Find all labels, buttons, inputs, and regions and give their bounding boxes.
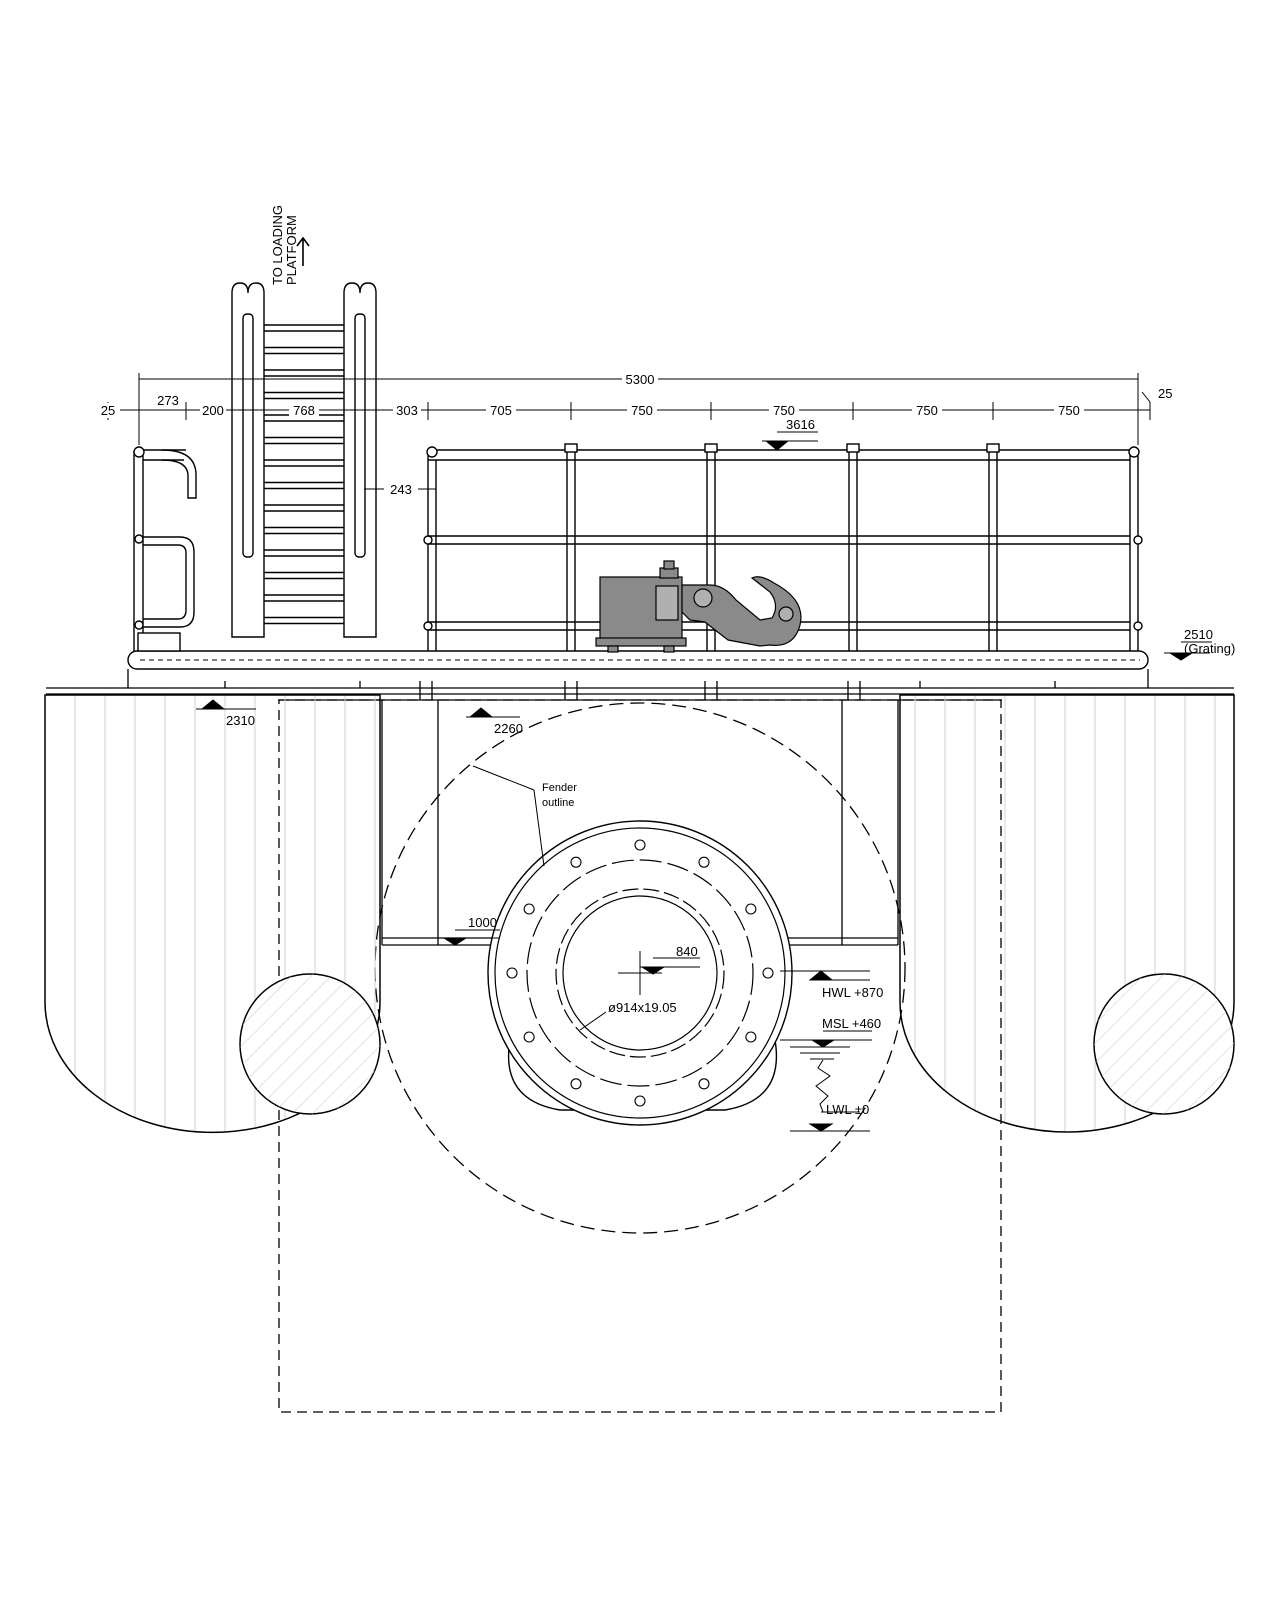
quick-release-hook xyxy=(595,560,802,653)
pile-section xyxy=(487,820,793,1126)
level-fender-top: 2310 xyxy=(226,713,255,728)
dim-750-a: 750 xyxy=(631,403,653,418)
bolt-hole xyxy=(523,903,535,915)
level-grating-note: (Grating) xyxy=(1184,641,1235,656)
fender-note-line2: outline xyxy=(542,797,574,809)
bolt-hole xyxy=(698,1078,710,1090)
level-lwl: LWL ±0 xyxy=(826,1102,869,1117)
bolt-hole xyxy=(745,903,757,915)
bolt-hole xyxy=(570,1078,582,1090)
left-handrail xyxy=(133,446,197,652)
deck-frame xyxy=(46,681,1234,946)
dim-200: 200 xyxy=(202,403,224,418)
dim-273: 273 xyxy=(157,393,179,408)
dim-segment-labels: 25 273 200 768 303 705 750 750 750 750 2… xyxy=(96,386,1172,497)
bolt-hole xyxy=(698,856,710,868)
level-msl: MSL +460 xyxy=(822,1016,881,1031)
dim-750-d: 750 xyxy=(1058,403,1080,418)
pile-size-label: ø914x19.05 xyxy=(608,1000,677,1015)
right-fender-body xyxy=(899,694,1235,1133)
access-ladder xyxy=(231,282,377,638)
level-markers xyxy=(196,431,1212,1132)
left-fender-body xyxy=(44,694,381,1134)
bolt-hole xyxy=(634,1095,646,1107)
dim-25-left: 25 xyxy=(101,403,115,418)
bolt-hole xyxy=(506,967,518,979)
bolt-holes xyxy=(506,839,774,1107)
bolt-hole xyxy=(634,839,646,851)
leader-lines xyxy=(472,765,607,1031)
dim-750-b: 750 xyxy=(773,403,795,418)
dim-768: 768 xyxy=(293,403,315,418)
level-rail-top: 3616 xyxy=(786,417,815,432)
bolt-hole xyxy=(570,856,582,868)
access-note: TO LOADING PLATFORM xyxy=(270,205,310,285)
dim-243: 243 xyxy=(390,482,412,497)
bolt-hole xyxy=(523,1031,535,1043)
main-handrail xyxy=(423,443,1143,651)
level-pile-center: 840 xyxy=(676,944,698,959)
up-arrow-icon xyxy=(296,236,310,266)
level-beam: 1000 xyxy=(468,915,497,930)
level-labels: 3616 2510 (Grating) 2310 2260 1000 840 H… xyxy=(226,417,1235,1117)
level-grating: 2510 xyxy=(1184,627,1213,642)
level-hwl: HWL +870 xyxy=(822,985,883,1000)
fender-note-line1: Fender xyxy=(542,782,577,794)
dim-750-c: 750 xyxy=(916,403,938,418)
dim-overall: 5300 xyxy=(626,372,655,387)
dim-303: 303 xyxy=(396,403,418,418)
bolt-hole xyxy=(762,967,774,979)
bolt-hole xyxy=(745,1031,757,1043)
dim-25-right: 25 xyxy=(1158,386,1172,401)
dim-705: 705 xyxy=(490,403,512,418)
level-frame-top: 2260 xyxy=(494,721,523,736)
access-note-line2: PLATFORM xyxy=(284,215,299,285)
access-note-line1: TO LOADING xyxy=(270,205,285,285)
